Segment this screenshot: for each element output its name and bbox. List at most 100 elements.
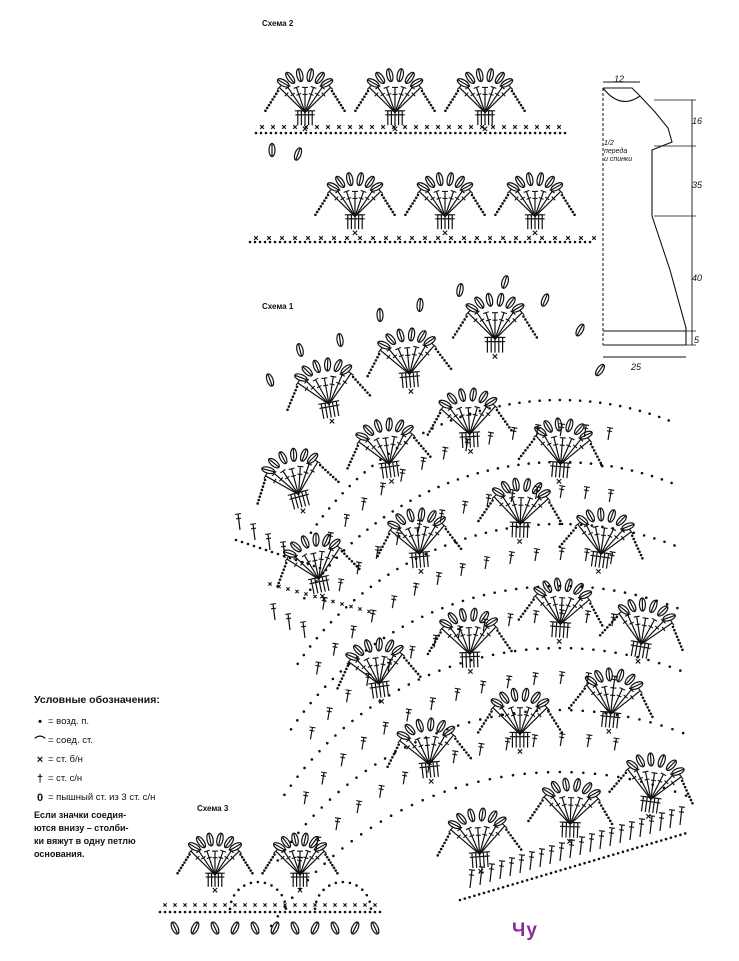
chain-dot	[264, 109, 267, 113]
puff-stitch	[265, 373, 275, 387]
double-crochet-mark	[560, 439, 582, 465]
chain-dot	[396, 567, 399, 571]
double-crochet-top	[320, 771, 328, 774]
chain-dot	[386, 202, 389, 205]
double-crochet-bar	[511, 430, 517, 433]
chain-dot	[626, 715, 630, 719]
double-crochet-mark	[442, 447, 446, 460]
chain-dot	[315, 580, 318, 583]
chain-dot	[554, 722, 558, 725]
puff-line	[424, 337, 435, 346]
chain-dot	[433, 420, 437, 424]
puff-line	[371, 922, 379, 934]
chain-dot	[580, 647, 584, 651]
puff-oval	[662, 613, 676, 622]
chain-dot	[289, 728, 293, 731]
chain-dot	[363, 240, 367, 244]
chain-dot	[258, 495, 262, 499]
chain-dot	[468, 895, 471, 899]
chain-dot	[607, 854, 610, 858]
double-crochet-top	[624, 766, 631, 772]
double-crochet-mark	[265, 475, 299, 496]
puff-oval	[446, 172, 455, 187]
double-crochet-bar	[461, 196, 466, 201]
double-crochet-bar	[405, 711, 411, 714]
puff-line	[293, 833, 297, 846]
single-crochet-mark	[314, 124, 320, 130]
chain-dot	[334, 131, 338, 135]
puff-stitch	[465, 303, 479, 313]
double-crochet-bar	[478, 871, 484, 873]
double-crochet-bar	[331, 554, 337, 559]
chain-dot	[387, 573, 390, 576]
puff-line	[218, 833, 222, 846]
double-crochet-top	[457, 826, 463, 832]
chain-dot	[512, 711, 516, 715]
double-crochet-bar	[648, 624, 654, 629]
double-crochet-top	[370, 609, 377, 612]
double-crochet-top	[438, 406, 444, 412]
chain-dot	[229, 900, 233, 904]
puff-line	[283, 551, 296, 556]
chain-dot	[443, 240, 447, 244]
puff-line	[537, 699, 549, 707]
double-crochet-top	[448, 827, 454, 833]
puff-stitch	[511, 303, 525, 313]
puff-oval	[350, 921, 360, 935]
double-crochet-top	[578, 836, 586, 838]
double-crochet-mark	[324, 403, 329, 419]
double-crochet-mark	[385, 681, 390, 697]
chain-dot	[454, 786, 458, 790]
chain-dot	[481, 513, 484, 517]
chain-dot	[565, 537, 568, 540]
double-crochet-bar	[436, 575, 442, 578]
chain-dot	[626, 849, 630, 852]
double-crochet-top	[433, 189, 440, 193]
chain-dot	[477, 780, 480, 784]
single-crochet-mark	[333, 903, 337, 907]
double-crochet-mark	[406, 709, 410, 722]
chain-dot	[279, 575, 283, 578]
double-crochet-mark	[407, 528, 421, 555]
double-crochet-top	[559, 670, 566, 674]
puff-stitch	[447, 612, 459, 625]
puff-line	[434, 517, 445, 526]
chain-dot	[273, 95, 276, 98]
chain-dot	[688, 795, 691, 799]
single-crochet-mark	[223, 903, 227, 907]
chain-dot	[456, 89, 460, 93]
single-crochet-mark	[303, 903, 307, 907]
chain-dot	[335, 556, 339, 560]
chain-dot	[603, 628, 607, 632]
chain-dot	[328, 910, 332, 914]
double-crochet-top	[402, 771, 409, 774]
chain-dot	[560, 522, 564, 526]
double-crochet-bar	[607, 534, 613, 538]
double-crochet-mark	[669, 809, 673, 829]
chain-dot	[574, 698, 578, 702]
double-crochet-mark	[351, 626, 355, 639]
chain-dot	[623, 591, 627, 594]
single-crochet-mark	[556, 478, 562, 484]
chain-dot	[557, 516, 560, 520]
chain-dot	[329, 473, 332, 476]
double-crochet-top	[400, 433, 407, 438]
chain-dot	[353, 910, 357, 914]
chain-dot	[641, 556, 644, 560]
chain-dot	[240, 540, 244, 544]
double-crochet-mark	[410, 646, 414, 659]
chain-dot	[464, 537, 467, 540]
double-crochet-bar	[583, 489, 589, 492]
puff-stitch	[296, 343, 304, 357]
double-crochet-bar	[540, 441, 546, 446]
double-crochet-top	[578, 437, 584, 442]
chain-dot	[395, 446, 399, 450]
chain-dot	[592, 859, 596, 862]
chain-dot	[601, 525, 604, 529]
double-crochet-bar	[484, 559, 490, 562]
double-crochet-mark	[452, 751, 456, 764]
double-crochet-top	[422, 344, 429, 349]
chain-dot	[242, 858, 246, 862]
puff-stitch	[512, 477, 520, 492]
chain-dot	[679, 669, 682, 672]
